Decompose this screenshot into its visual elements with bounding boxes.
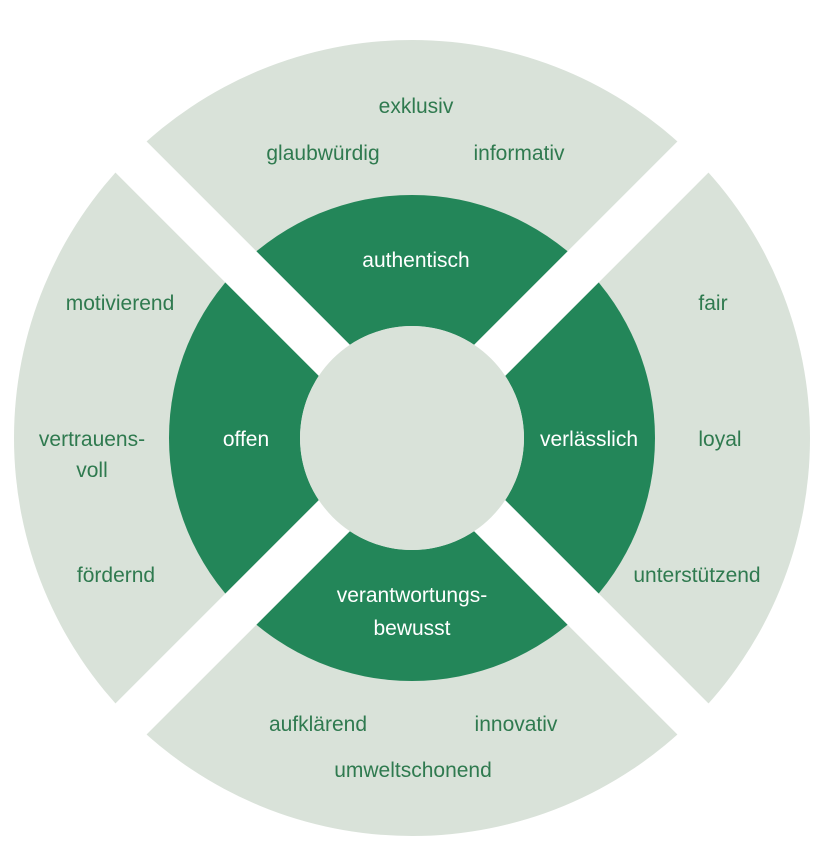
- inner-label-top: authentisch: [362, 249, 469, 272]
- outer-label-bottom-2: innovativ: [475, 713, 558, 736]
- outer-label-left-2-line1: vertrauens-: [39, 428, 145, 451]
- outer-label-top-1: exklusiv: [379, 95, 454, 118]
- outer-label-top-2: glaubwürdig: [266, 142, 379, 165]
- outer-label-right-1: fair: [698, 292, 727, 315]
- outer-label-right-2: loyal: [698, 428, 741, 451]
- center-cover: [300, 326, 524, 550]
- outer-label-bottom-1: aufklärend: [269, 713, 367, 736]
- inner-label-bottom-line2: bewusst: [373, 617, 450, 640]
- inner-label-left: offen: [223, 428, 269, 451]
- outer-label-bottom-3: umweltschonend: [334, 759, 492, 782]
- inner-label-bottom-line1: verantwortungs-: [337, 584, 488, 607]
- inner-label-right: verlässlich: [540, 428, 638, 451]
- outer-label-left-2-line2: voll: [76, 459, 108, 482]
- outer-label-left-1: motivierend: [66, 292, 175, 315]
- outer-label-top-3: informativ: [473, 142, 565, 165]
- outer-label-right-3: unterstützend: [633, 564, 760, 587]
- outer-label-left-3: fördernd: [77, 564, 155, 587]
